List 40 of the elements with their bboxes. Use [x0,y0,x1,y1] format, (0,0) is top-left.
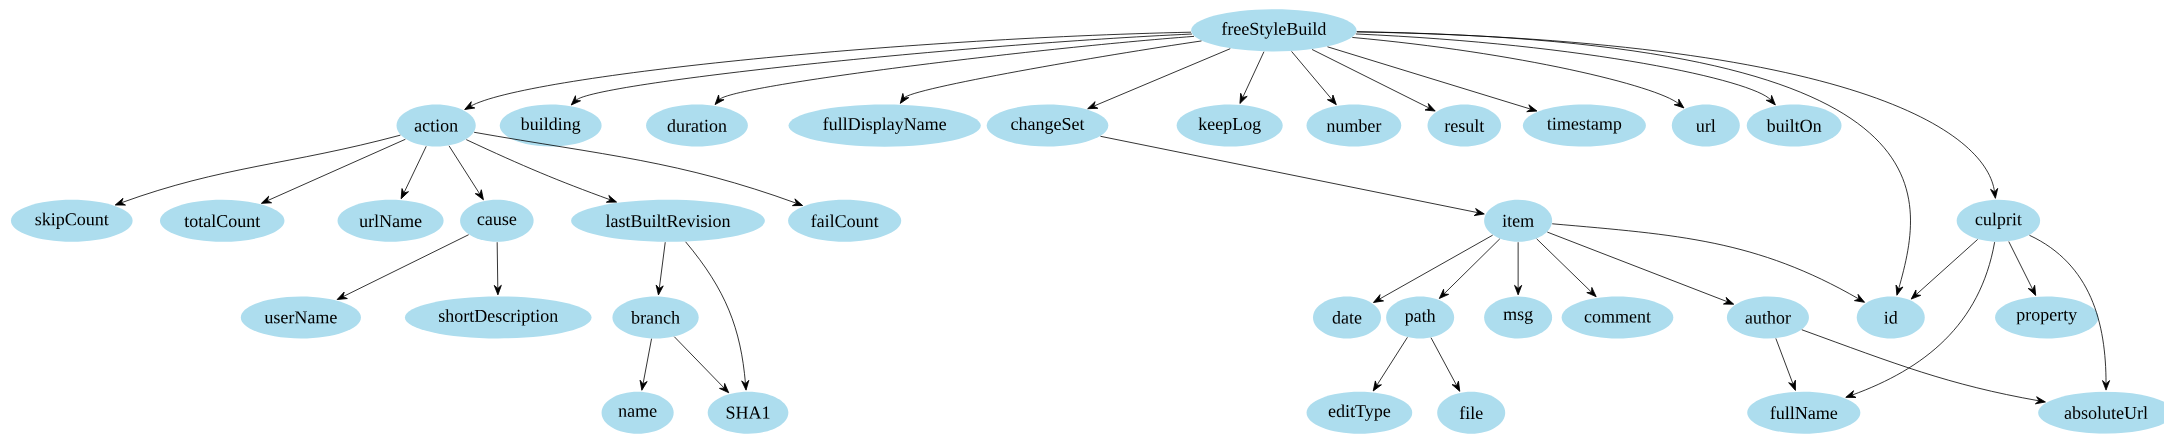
arrow [639,338,652,391]
arrow [1845,241,1996,398]
arrow [1351,37,1685,109]
arrow [655,241,666,296]
arrow [448,145,484,201]
arrow [114,134,401,206]
arrow [1100,135,1485,216]
arrow [493,241,502,296]
arrow [1291,51,1337,106]
arrow [2029,234,2111,391]
arrow [2008,241,2037,296]
arrow [261,138,406,204]
arrow [1327,46,1538,113]
arrow [400,145,427,200]
arrow [1373,234,1494,303]
arrow [1356,31,1911,296]
arrow [1775,338,1796,391]
arrow [1546,231,1735,305]
arrow [464,31,1192,110]
arrow [714,35,1195,105]
arrow [465,139,617,203]
arrow [685,241,750,391]
arrow [1356,31,1999,199]
arrow [1801,329,2046,405]
arrow [1355,33,1776,106]
arrow [1311,49,1436,112]
arrow [1910,239,1979,300]
arrow [570,33,1193,106]
arrow [1239,51,1265,104]
arrow [1514,241,1523,296]
arrow [1372,336,1408,392]
arrow [1551,223,1865,303]
arrow [1536,238,1597,298]
arrow [1438,238,1501,299]
arrow [336,234,469,300]
arrow [899,40,1202,104]
arrow [673,336,730,394]
arrow [473,131,804,207]
arrow [1430,337,1461,392]
arrow [1087,48,1231,110]
